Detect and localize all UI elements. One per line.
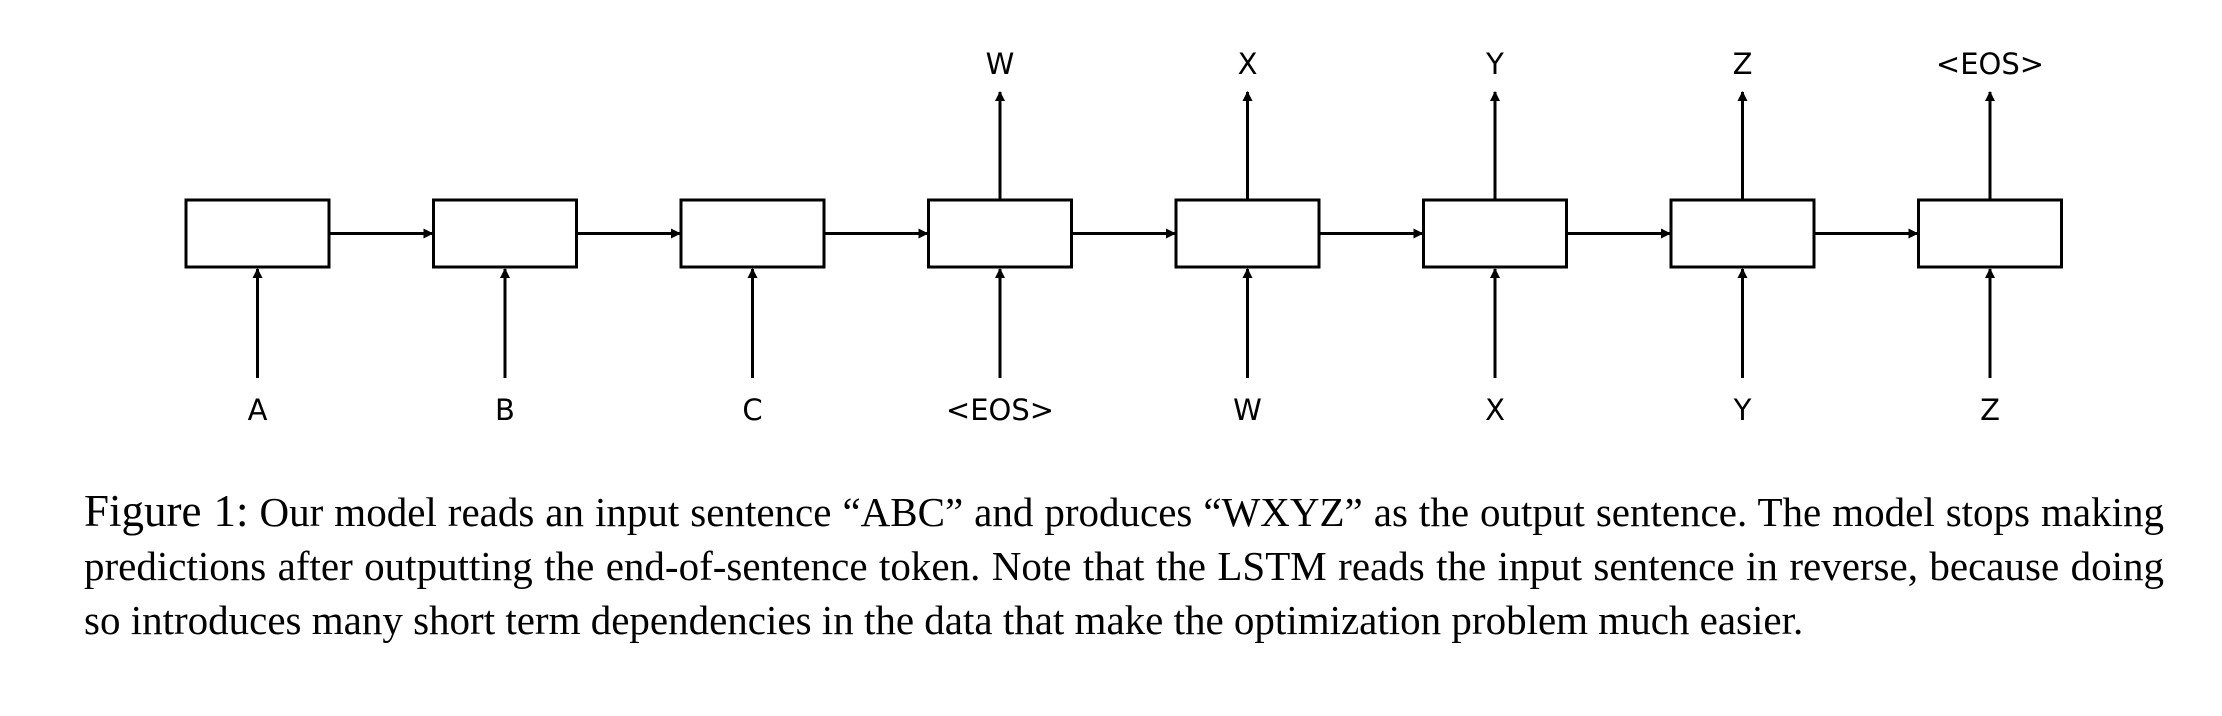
input-token-8: Z: [1980, 393, 2000, 427]
figure-caption: Figure 1: Our model reads an input sente…: [84, 484, 2164, 647]
output-token-6: Y: [1485, 47, 1504, 81]
seq2seq-diagram: A B C <EOS> W W X X Y Y Z Z <EOS>: [184, 47, 2063, 427]
lstm-cell-7: [1669, 198, 1816, 269]
lstm-cell-2: [432, 198, 578, 269]
lstm-cell-3: [679, 198, 826, 269]
input-token-5: W: [1233, 393, 1262, 427]
output-token-7: Z: [1733, 47, 1753, 81]
output-token-4: W: [986, 47, 1015, 81]
input-token-1: A: [248, 393, 268, 427]
lstm-cell-1: [184, 198, 331, 269]
input-token-7: Y: [1733, 393, 1752, 427]
lstm-cell-5: [1174, 198, 1321, 269]
caption-label: Figure 1:: [84, 486, 249, 536]
input-token-6: X: [1485, 393, 1505, 427]
output-token-5: X: [1238, 47, 1258, 81]
input-token-4: <EOS>: [946, 393, 1054, 427]
lstm-cell-8: [1917, 198, 2063, 269]
lstm-cell-4: [927, 198, 1073, 269]
output-token-8: <EOS>: [1936, 47, 2044, 81]
lstm-cell-6: [1422, 198, 1568, 269]
input-token-2: B: [495, 393, 515, 427]
caption-text: Our model reads an input sentence “ABC” …: [84, 489, 2165, 643]
input-token-3: C: [742, 393, 762, 427]
